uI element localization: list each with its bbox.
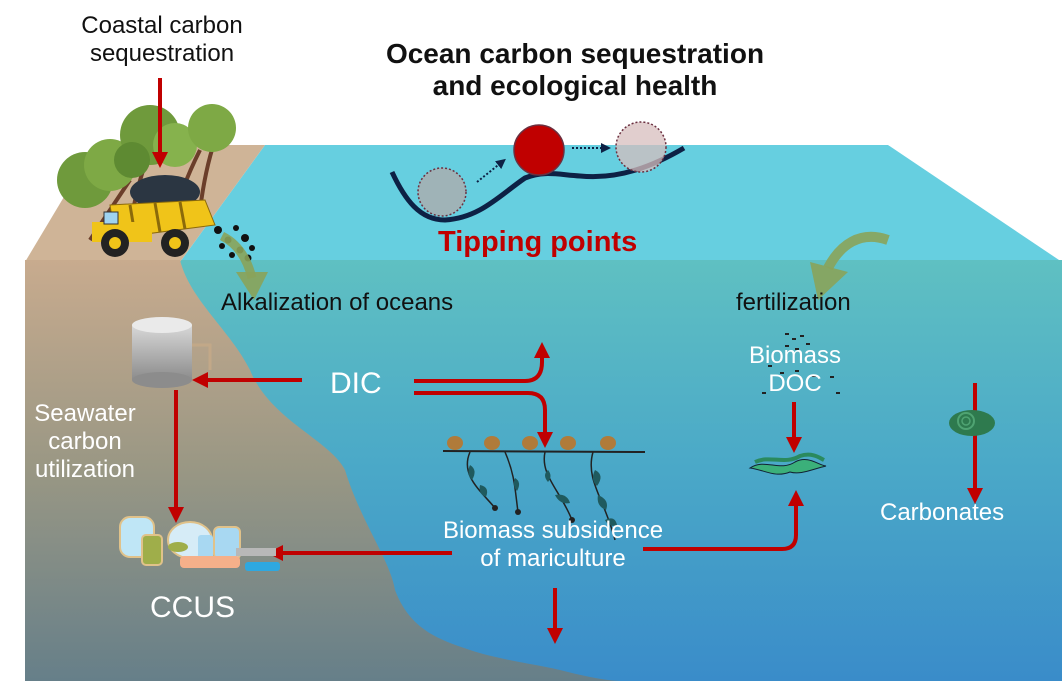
fertilization-label: fertilization <box>736 289 851 316</box>
mariculture-rope-icon <box>442 436 646 541</box>
title-line-2: and ecological health <box>432 70 718 102</box>
mariculture-subsidence-label: Biomass subsidence of mariculture <box>442 517 664 572</box>
algae-icon <box>748 452 827 475</box>
mangrove-trees-icon <box>57 104 236 242</box>
tipping-points-illustration <box>389 121 686 223</box>
stability-curve <box>389 145 686 223</box>
diagram-title: Ocean carbon sequestration and ecologica… <box>340 38 810 102</box>
dic-to-mariculture-arrow <box>414 391 553 448</box>
fertilization-flow-arrow <box>823 231 890 271</box>
seawater-utilization-label: Seawater carbon utilization <box>34 400 136 484</box>
dic-label: DIC <box>330 367 382 400</box>
stable-state-ball <box>417 167 467 217</box>
title-line-1: Ocean carbon sequestration <box>385 38 765 69</box>
ccus-label: CCUS <box>150 591 236 624</box>
alternate-state-ball <box>615 121 667 173</box>
carbonates-label: Carbonates <box>880 499 1005 526</box>
dump-truck-icon <box>92 175 216 257</box>
tipping-points-label: Tipping points <box>438 226 638 258</box>
shell-icon <box>949 410 995 436</box>
coastal-sequestration-label: Coastal carbon sequestration <box>81 12 243 67</box>
alkalization-label: Alkalization of oceans <box>221 289 454 316</box>
subsidence-to-biomass-arrow <box>643 490 804 551</box>
storage-tank-icon <box>132 317 212 388</box>
tipping-ball <box>513 124 565 176</box>
ccus-products-icon <box>119 516 280 571</box>
doc-particles-icon <box>762 333 840 394</box>
fertilization-arrowhead <box>810 262 848 300</box>
sea-surface <box>180 145 1062 262</box>
biomass-doc-label: Biomass DOC <box>748 342 842 397</box>
alkalization-arrowhead <box>236 272 268 300</box>
dic-to-alkalization-arrow <box>414 342 550 383</box>
transition-arrow-1 <box>476 158 506 183</box>
